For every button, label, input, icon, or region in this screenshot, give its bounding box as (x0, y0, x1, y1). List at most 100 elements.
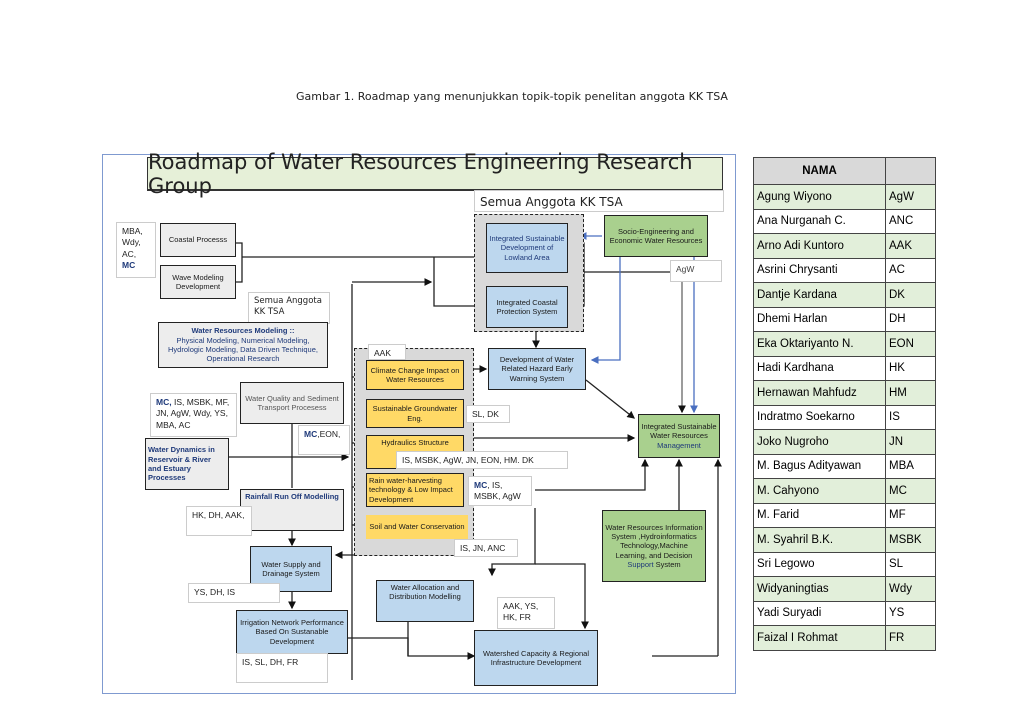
members-text: IS, MSBK, MF, JN, AgW, Wdy, YS, MBA, AC (156, 397, 230, 430)
member-code: FR (885, 625, 936, 651)
member-code: MSBK (885, 527, 936, 553)
member-code: Wdy (885, 576, 936, 602)
member-name: Asrini Chrysanti (753, 257, 886, 283)
diagram-title: Roadmap of Water Resources Engineering R… (147, 150, 723, 198)
member-name: Ana Nurganah C. (753, 208, 886, 234)
socio-engineering-box: Socio-Engineering and Economic Water Res… (604, 215, 708, 257)
irrigation-members-note: IS, SL, DH, FR (236, 653, 328, 683)
member-code: ANC (885, 208, 936, 234)
groundwater-members-note: SL, DK (466, 405, 510, 423)
soil-water-box: Soil and Water Conservation (366, 515, 468, 539)
all-members-note: Semua Anggota KK TSA (248, 292, 330, 324)
member-code: HM (885, 380, 936, 406)
box-title: Water Resources Modeling :: (191, 326, 295, 336)
member-code: MBA (885, 453, 936, 479)
figure-caption: Gambar 1. Roadmap yang menunjukkan topik… (296, 90, 728, 103)
groundwater-box: Sustainable Groundwater Eng. (366, 399, 464, 428)
member-code: DK (885, 282, 936, 308)
member-code: AgW (885, 184, 936, 210)
supply-members-note: YS, DH, IS (188, 583, 280, 603)
member-name: Widyaningtias (753, 576, 886, 602)
member-code: MC (885, 478, 936, 504)
box-label: Water Dynamics in Reservoir & River and … (148, 445, 215, 483)
box-body: Physical Modeling, Numerical Modeling, H… (168, 335, 318, 364)
member-name: M. Cahyono (753, 478, 886, 504)
watershed-box: Watershed Capacity & Regional Infrastruc… (474, 630, 598, 686)
line-hazard-to-iswrm (585, 379, 636, 419)
rainfall-members-note: HK, DH, AAK, (186, 506, 252, 536)
member-name: Dantje Kardana (753, 282, 886, 308)
member-name: Sri Legowo (753, 551, 886, 577)
lowland-box: Integrated Sustainable Development of Lo… (486, 223, 568, 273)
coastal-protection-box: Integrated Coastal Protection System (486, 286, 568, 328)
member-code: AAK (885, 233, 936, 259)
socio-members-note: AgW (670, 260, 722, 282)
member-code: YS (885, 600, 936, 626)
wave-modeling-box: Wave Modeling Development (160, 265, 236, 299)
header-code (885, 157, 936, 185)
member-name: Eka Oktariyanto N. (753, 331, 886, 357)
box-label-tail: System (653, 560, 681, 570)
member-name: Joko Nugroho (753, 429, 886, 455)
quality-members-note: MC,EON, (298, 425, 350, 455)
member-name: Dhemi Harlan (753, 306, 886, 332)
diagram-frame (102, 154, 736, 694)
member-name: M. Syahril B.K. (753, 527, 886, 553)
water-dynamics-box: Water Dynamics in Reservoir & River and … (145, 438, 229, 490)
member-name: Agung Wiyono (753, 184, 886, 210)
member-code: EON (885, 331, 936, 357)
box-label: Water Resources Information System ,Hydr… (605, 522, 703, 560)
members-text: ,EON, (317, 429, 341, 439)
coastal-members-note: MBA, Wdy, AC, MC (116, 222, 156, 278)
box-label: Rainfall Run Off Modelling (245, 492, 339, 501)
member-name: M. Farid (753, 502, 886, 528)
hydraulics-members-note: IS, MSBK, AgW, JN, EON, HM. DK (396, 451, 568, 469)
all-members-label: Semua Anggota KK TSA (474, 190, 724, 212)
member-name: Hernawan Mahfudz (753, 380, 886, 406)
member-code: IS (885, 404, 936, 430)
table-row: M. Syahril B.K.MSBK (753, 527, 936, 553)
allocation-box: Water Allocation and Distribution Modell… (376, 580, 474, 622)
member-code: AC (885, 257, 936, 283)
members-text: MBA, Wdy, AC, (122, 226, 143, 259)
soil-members-note: IS, JN, ANC (454, 539, 518, 557)
member-name: Arno Adi Kuntoro (753, 233, 886, 259)
member-code: DH (885, 306, 936, 332)
water-resources-modeling-box: Water Resources Modeling :: Physical Mod… (158, 322, 328, 368)
member-code: MF (885, 502, 936, 528)
member-code: SL (885, 551, 936, 577)
hazard-warning-box: Development of Water Related Hazard Earl… (488, 348, 586, 390)
members-text-highlight: MC (304, 429, 318, 439)
member-name: M. Bagus Adityawan (753, 453, 886, 479)
info-system-box: Water Resources Information System ,Hydr… (602, 510, 706, 582)
box-label-highlight: Management (657, 440, 701, 450)
climate-change-box: Climate Change Impact on Water Resources (366, 360, 464, 390)
allocation-members-note: AAK, YS, HK, FR (497, 597, 555, 629)
box-label-highlight: Support (627, 560, 654, 570)
line-irrigation-to-watershed (348, 637, 476, 660)
rainwater-harvesting-box: Rain water-harvesting technology & Low I… (366, 473, 464, 507)
irrigation-box: Irrigation Network Performance Based On … (236, 610, 348, 654)
member-name: Indratmo Soekarno (753, 404, 886, 430)
iswrm-box: Integrated Sustainable Water Resources M… (638, 414, 720, 458)
member-code: JN (885, 429, 936, 455)
rainfall-runoff-box: Rainfall Run Off Modelling (240, 489, 344, 531)
header-name: NAMA (753, 157, 886, 185)
members-text-highlight: MC (122, 260, 136, 271)
table-row: Eka Oktariyanto N.EON (753, 331, 936, 357)
water-quality-box: Water Quality and Sediment Transport Pro… (240, 382, 344, 424)
line-to-coastal-protection (433, 257, 486, 310)
table-header-row: NAMA (753, 157, 936, 185)
climate-members-note: AAK (368, 344, 406, 360)
member-name: Faizal I Rohmat (753, 625, 886, 651)
